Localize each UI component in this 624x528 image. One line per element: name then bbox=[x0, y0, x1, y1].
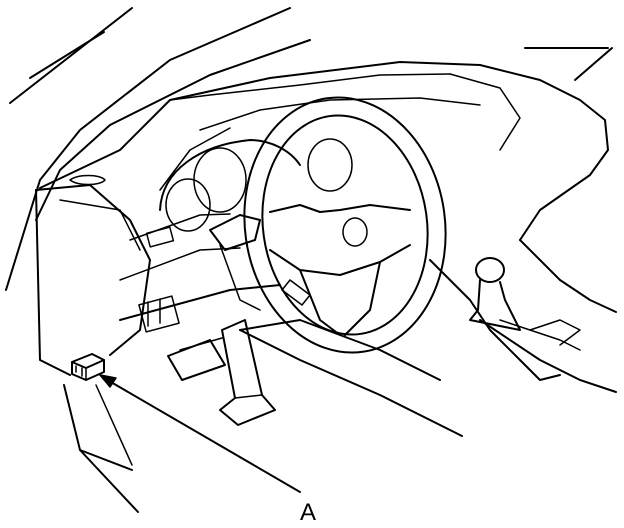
kick-panel bbox=[63, 384, 139, 513]
instrument-cluster bbox=[159, 138, 353, 232]
pedals bbox=[167, 319, 276, 426]
data-link-connector bbox=[71, 353, 105, 381]
steering-wheel bbox=[243, 96, 447, 354]
door-panel-right bbox=[479, 47, 617, 393]
callout-label-a: A bbox=[300, 499, 316, 526]
callout-leader bbox=[99, 374, 301, 493]
lower-left-panel bbox=[35, 174, 151, 376]
floor bbox=[239, 319, 463, 437]
a-pillar bbox=[5, 7, 311, 291]
dashboard-top bbox=[39, 61, 609, 241]
steering-column bbox=[209, 214, 261, 311]
instrument-panel-lower bbox=[119, 213, 281, 333]
center-console bbox=[429, 257, 581, 381]
